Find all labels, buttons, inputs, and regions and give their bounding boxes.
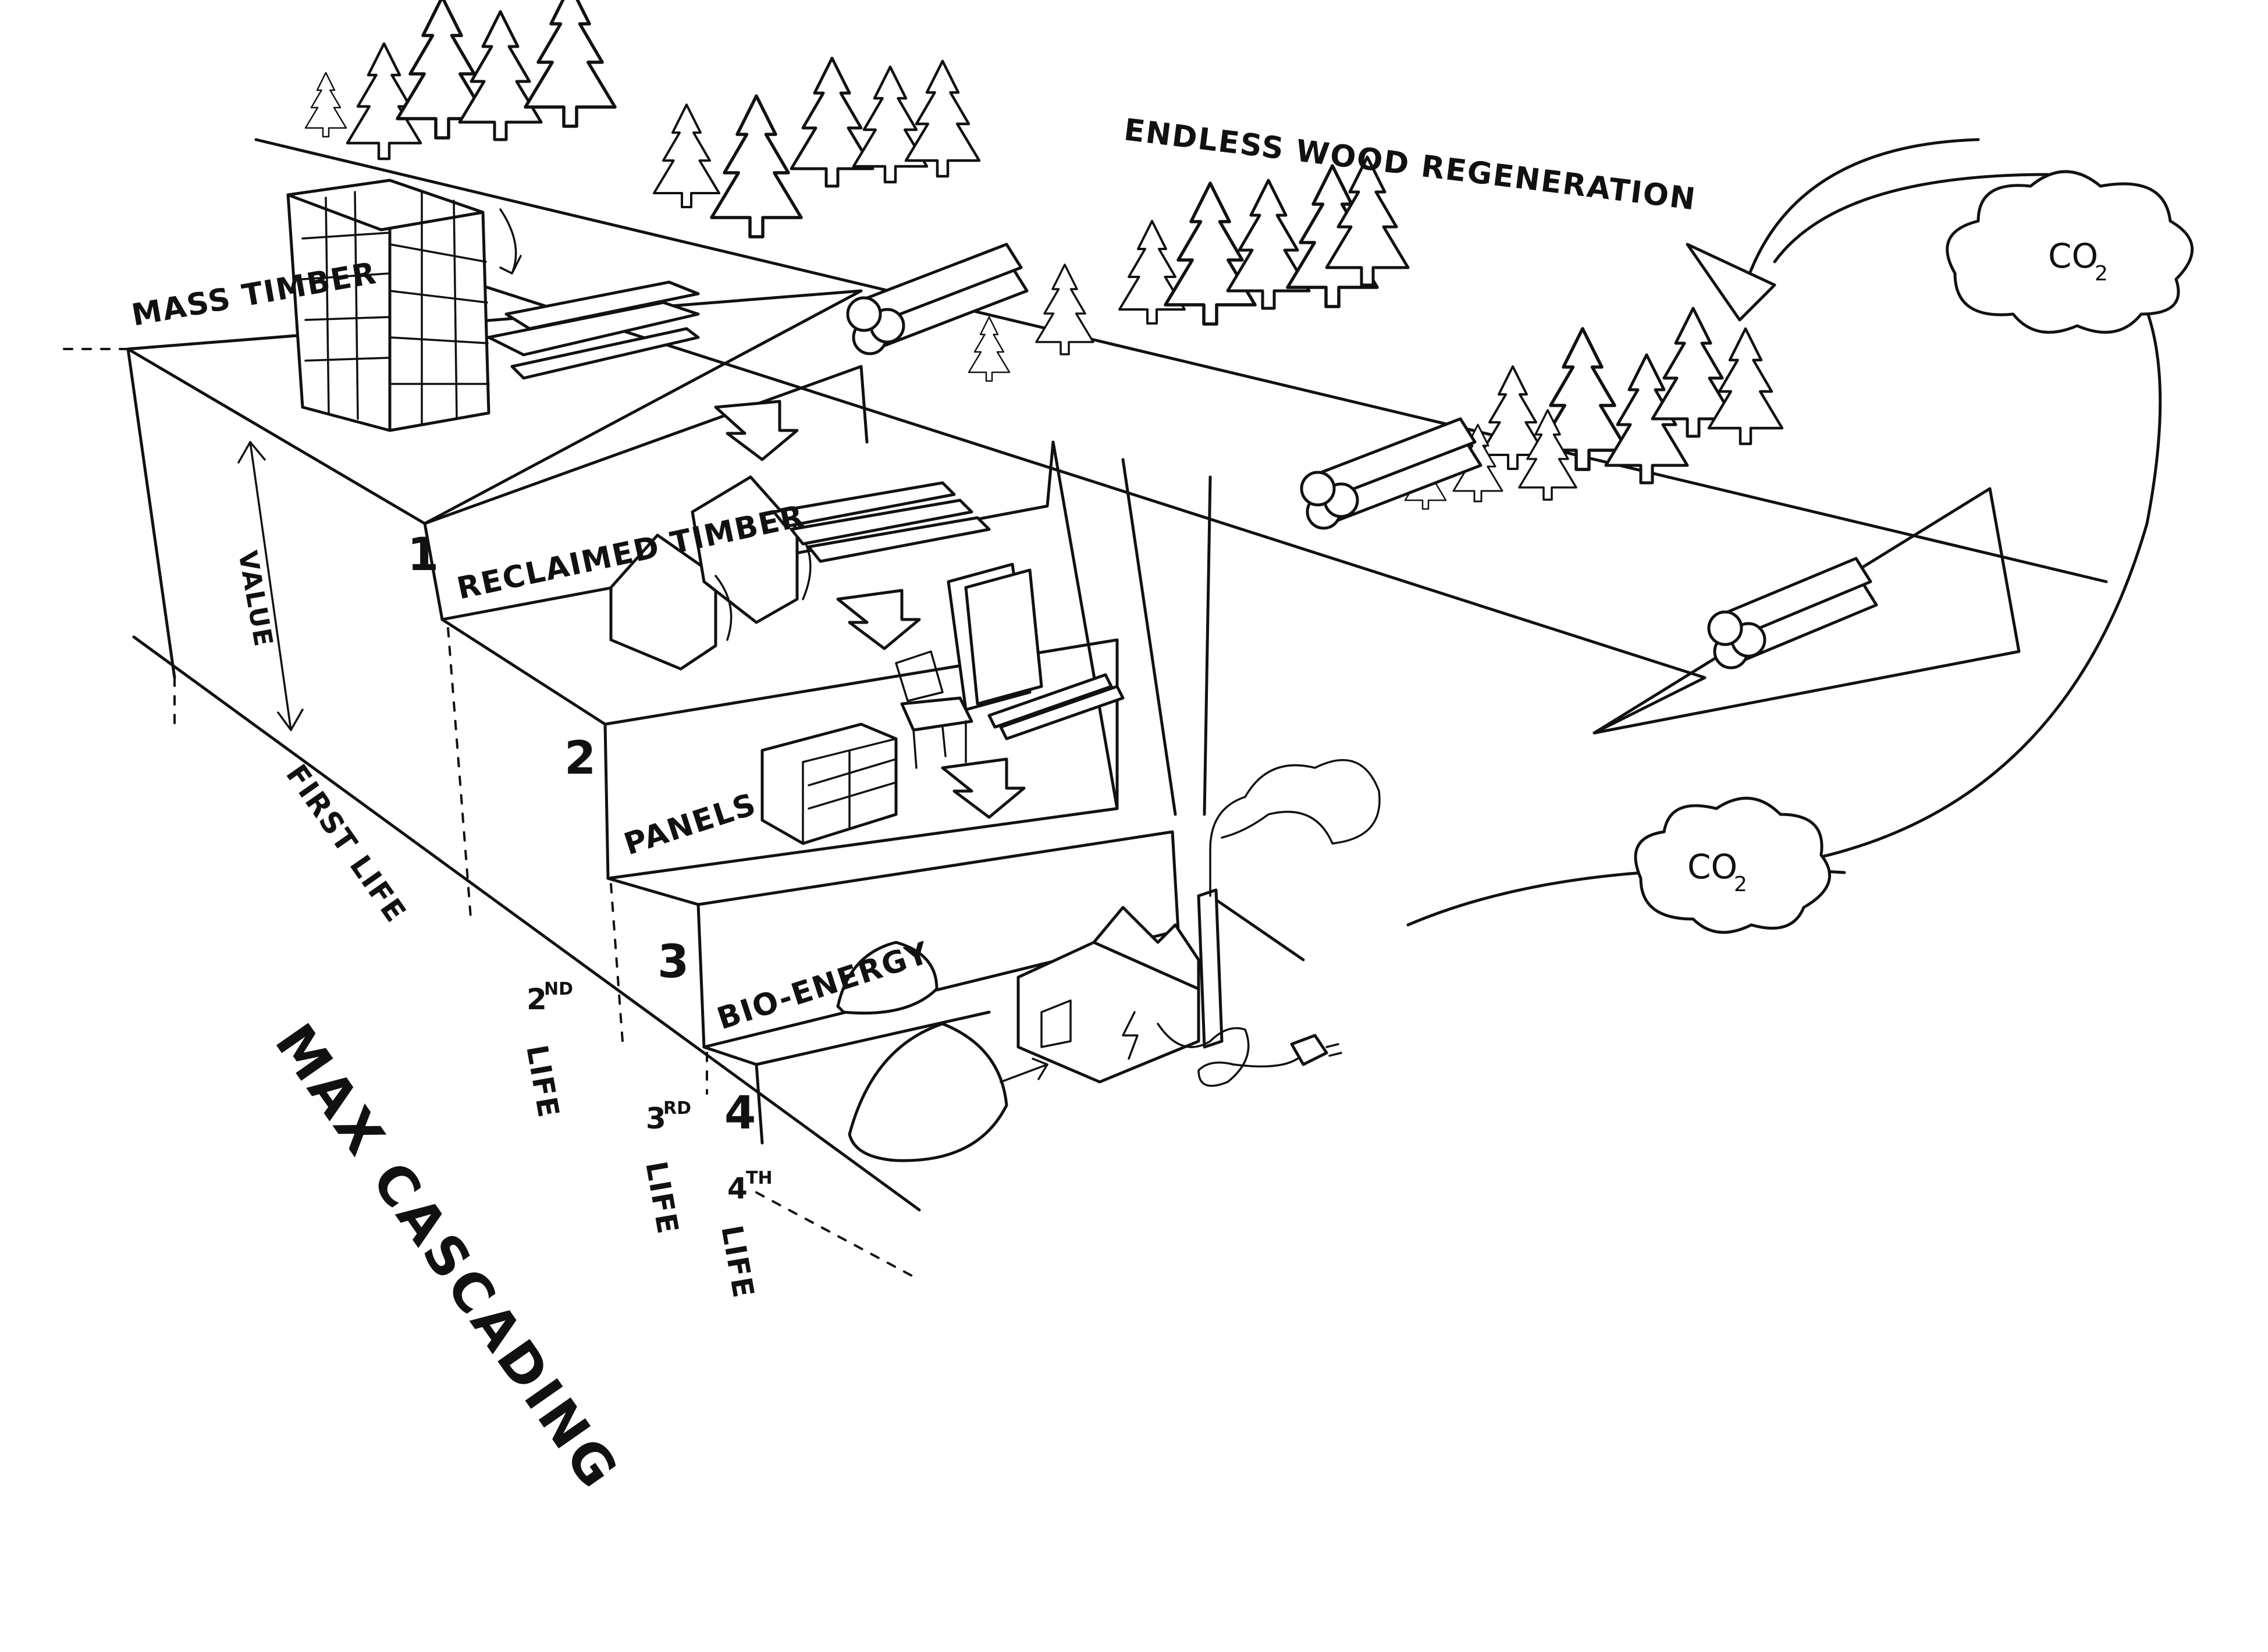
second-life-label: 2 ND LIFE — [520, 979, 573, 1121]
ground-right — [1208, 894, 1305, 962]
forest-corner-edge — [1592, 676, 1707, 735]
tree-icon — [904, 59, 981, 178]
planks-icon — [772, 481, 991, 563]
co2-return-arrow-line — [1744, 138, 1980, 287]
arrow-right-icon — [1000, 1058, 1048, 1083]
column-left — [1051, 440, 1119, 810]
step3-top-front — [606, 877, 700, 906]
tree-icon — [1518, 409, 1577, 501]
step2-back — [603, 638, 1119, 810]
log-pile-icon — [1300, 417, 1483, 530]
trees-group — [304, 0, 1784, 510]
tree-icon — [652, 103, 721, 209]
arrow-down-icon — [941, 757, 1026, 819]
tree-icon — [304, 72, 347, 138]
co2-sub-bottom: 2 — [1734, 873, 1747, 896]
tree-icon — [968, 316, 1011, 382]
co2-label-top: CO — [2048, 236, 2098, 276]
life-divider-2 — [447, 627, 472, 926]
block-left-edge — [126, 347, 176, 679]
second-life-sup: ND — [544, 979, 573, 999]
co2-return-arrow-line-2 — [1773, 173, 2050, 264]
factory-icon — [1016, 759, 1381, 1084]
dresser-icon — [760, 722, 898, 845]
plug-icon — [1157, 1023, 1342, 1087]
value-arrow — [237, 441, 304, 731]
cloud-icon: CO 2 — [1946, 170, 2194, 334]
fourth-life-label: 4 TH LIFE — [714, 1168, 772, 1301]
life-divider-3 — [610, 883, 624, 1042]
step4-top-front — [702, 1045, 758, 1066]
step-number-2: 2 — [564, 732, 596, 785]
step2-top-front — [440, 618, 607, 726]
first-life-label: FIRST LIFE — [279, 759, 413, 929]
step-number-3: 3 — [657, 936, 689, 988]
tree-icon — [710, 94, 803, 238]
step-number-1: 1 — [407, 529, 439, 581]
tree-icon — [1226, 179, 1311, 310]
column-right — [1203, 475, 1212, 816]
tree-icon — [1118, 219, 1186, 325]
fourth-life-sup: TH — [746, 1168, 773, 1188]
forest-edge-line — [254, 138, 2108, 583]
co2-sub-top: 2 — [2095, 262, 2108, 286]
co2-arrow-head — [1686, 243, 1776, 322]
tree-icon — [1478, 365, 1547, 471]
tree-icon — [1164, 181, 1257, 326]
third-life-word: LIFE — [639, 1159, 685, 1237]
max-cascading-label: MAX CASCADING — [263, 1013, 631, 1501]
tree-icon — [458, 10, 543, 141]
fourth-life-word: LIFE — [714, 1223, 760, 1301]
arrow-down-icon — [836, 589, 921, 650]
co2-right-curve — [1767, 295, 2162, 868]
panels-label: PANELS — [620, 787, 760, 863]
cascade-block — [63, 289, 1305, 1281]
tree-icon — [790, 56, 875, 188]
block-base-line — [132, 635, 921, 1212]
cloud-icon: CO 2 — [1634, 796, 1831, 934]
third-life-sup: RD — [663, 1098, 691, 1119]
woodchip-pile-icon — [848, 1022, 1008, 1162]
log-pile-icon — [846, 243, 1029, 355]
block-base-dash — [755, 1191, 920, 1281]
step3-back — [696, 830, 1180, 932]
tree-icon — [852, 65, 929, 184]
arrow-down-icon — [714, 400, 799, 461]
step1-top — [126, 289, 863, 525]
house-icon — [609, 475, 812, 671]
tree-icon — [1651, 307, 1736, 438]
column-mid — [1121, 458, 1177, 816]
step2-riser — [603, 722, 610, 880]
second-life-num: 2 — [527, 982, 548, 1016]
second-life-word: LIFE — [520, 1042, 566, 1121]
step4-riser — [755, 1063, 764, 1145]
tree-icon — [524, 0, 617, 128]
step4-back — [755, 1010, 991, 1066]
fourth-life-num: 4 — [727, 1172, 749, 1205]
log-pile-icon — [1707, 557, 1878, 670]
step3-riser — [696, 903, 706, 1049]
tree-icon — [1035, 264, 1094, 355]
step1-riser — [423, 522, 444, 621]
tree-icon — [396, 0, 489, 140]
panels-icon — [947, 562, 1043, 711]
logs-small-icon — [987, 673, 1125, 740]
tree-icon — [1707, 327, 1784, 446]
third-life-label: 3 RD LIFE — [639, 1098, 691, 1237]
co2-label-bottom: CO — [1687, 847, 1737, 886]
tree-icon — [346, 42, 422, 161]
third-life-num: 3 — [646, 1102, 667, 1135]
chair-icon — [895, 650, 973, 769]
tree-icon — [1325, 155, 1410, 287]
building-icon — [286, 179, 522, 432]
step1-back — [423, 365, 869, 525]
forest-plane — [254, 138, 2108, 735]
timber-beams-icon — [487, 280, 700, 380]
step3-top-back — [606, 807, 1119, 880]
step-number-4: 4 — [724, 1087, 756, 1140]
woodchip-pile-icon — [836, 941, 939, 1015]
